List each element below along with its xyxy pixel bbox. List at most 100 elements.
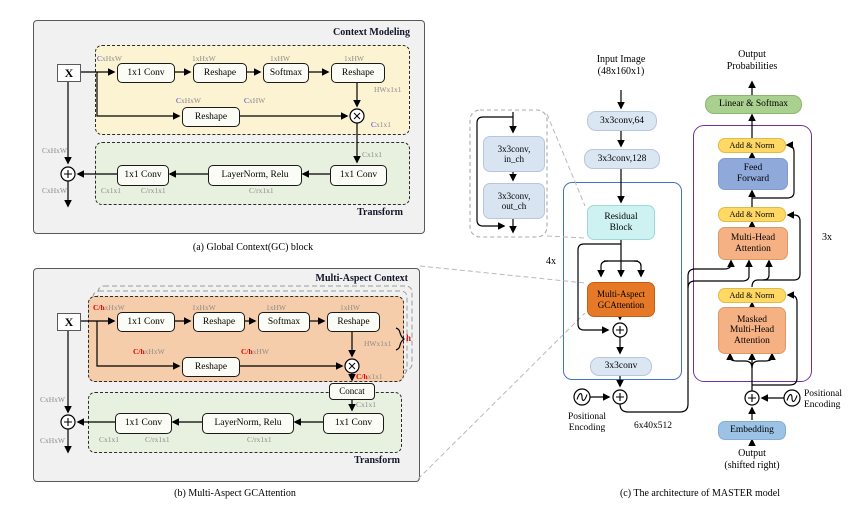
gc-context-modeling-title: Context Modeling xyxy=(333,27,410,38)
residual-line1: Residual xyxy=(604,211,638,222)
gc-input-x: X xyxy=(57,64,81,82)
gc-softmax-block: Softmax xyxy=(263,63,309,83)
input-image-label: Input Image (48x160x1) xyxy=(576,54,666,77)
caption-a: (a) Global Context(GC) block xyxy=(192,242,314,253)
gc-arrows xyxy=(64,68,361,208)
gc-dim-9: Cx1x1 xyxy=(362,150,383,159)
magc-transform-title: Transform xyxy=(354,455,400,466)
gc-conv2-block: 1x1 Conv xyxy=(330,165,387,186)
magc-line1: Multi-Aspect xyxy=(597,289,645,300)
gc-dim-11: C/rx1x1 xyxy=(141,186,166,195)
inset-conv-inch-block: 3x3conv,in_ch xyxy=(483,136,545,172)
master-arrows xyxy=(476,80,801,447)
linear-softmax-block: Linear & Softmax xyxy=(705,95,802,114)
outprob-line2: Probabilities xyxy=(726,60,778,72)
encoder-posenc-add-node xyxy=(612,389,628,405)
conv-out-block: 3x3conv xyxy=(590,357,652,376)
magc-concat-block: Concat xyxy=(329,383,375,400)
gc-reshape1-block: Reshape xyxy=(193,63,247,83)
inset-b1-line2: in_ch xyxy=(503,154,524,164)
callout-lines xyxy=(417,113,586,480)
residual-line2: Block xyxy=(609,222,633,233)
decoder-posenc-add-node xyxy=(744,390,760,406)
magc-dim-5: C/hxHxW xyxy=(133,347,165,356)
add-norm-3-block: Add & Norm xyxy=(718,288,786,303)
magc-dim-10: C/rx1x1 xyxy=(247,435,272,444)
gc-dim-12: Cx1x1 xyxy=(101,186,122,195)
gc-dim-10: C/rx1x1 xyxy=(249,186,274,195)
encoder-posenc-icon xyxy=(573,388,591,406)
gc-dim-1: CxHxW xyxy=(97,54,123,63)
inset-conv-outch-block: 3x3conv,out_ch xyxy=(483,183,545,219)
magc-conv2-block: 1x1 Conv xyxy=(323,413,384,434)
decoder-posenc-line2: Encoding xyxy=(804,399,841,410)
mmha-line2: Multi-Head xyxy=(729,325,775,336)
magc-add-node xyxy=(60,414,76,430)
gc-add-node xyxy=(60,166,76,182)
conv128-block: 3x3conv,128 xyxy=(584,149,660,169)
caption-b: (b) Multi-Aspect GCAttention xyxy=(174,488,296,499)
gc-conv1-block: 1x1 Conv xyxy=(117,63,175,83)
embedding-block: Embedding xyxy=(718,421,786,440)
gc-transform-title: Transform xyxy=(357,207,403,218)
magc-dim-1: C/hxHxW xyxy=(93,303,125,312)
outprob-line1: Output xyxy=(738,49,766,60)
magc-dim-12: Cx1x1 xyxy=(99,435,120,444)
gc-dim-7: HWx1x1 xyxy=(374,85,402,94)
conv64-block: 3x3conv,64 xyxy=(587,111,657,131)
caption-c: (c) The architecture of MASTER model xyxy=(619,488,781,499)
gc-reshape3-block: Reshape xyxy=(182,107,240,127)
gc-dim-3: 1xHW xyxy=(270,54,290,63)
gc-dim-8: Cx1x1 xyxy=(371,120,392,129)
magc-input-x: X xyxy=(57,313,81,331)
magc-dim-13: CxHxW xyxy=(40,395,65,404)
decoder-posenc-line1: Positional xyxy=(804,389,843,399)
magc-dim-2: 1xHxW xyxy=(192,303,216,312)
magc-dim-14: CxHxW xyxy=(40,436,65,445)
gc-dim-5: CxHxW xyxy=(176,96,202,105)
gc-reshape2-block: Reshape xyxy=(331,63,385,83)
decoder-posenc-label: Positional Encoding xyxy=(804,389,857,411)
gc-conv3-block: 1x1 Conv xyxy=(117,165,169,186)
gc-dim-13: CxHxW xyxy=(42,146,67,155)
mmha-line3: Attention xyxy=(734,335,770,346)
magc-reshape3-block: Reshape xyxy=(182,357,240,377)
decoder-repeat-label: 3x xyxy=(822,232,832,243)
heads-brace-icon xyxy=(395,327,406,351)
mmha-line1: Masked xyxy=(736,314,768,325)
ff-line2: Forward xyxy=(736,174,770,184)
encoder-posenc-line1: Positional xyxy=(567,412,606,422)
magc-dim-8: C/hx1x1 xyxy=(356,372,383,381)
residual-inset-border xyxy=(469,109,548,238)
magc-dim-3: 1xHW xyxy=(266,303,286,312)
encoder-posenc-label: Positional Encoding xyxy=(552,412,622,434)
add-norm-2-block: Add & Norm xyxy=(718,207,786,222)
mha-line2: Attention xyxy=(735,243,771,254)
magc-dim-6: C/hxHW xyxy=(241,347,269,356)
inset-b2-line2: out_ch xyxy=(501,201,527,211)
magc-multiply-node xyxy=(344,358,360,374)
gc-dim-6: CxHW xyxy=(244,96,266,105)
magc-layernorm-block: LayerNorm, Relu xyxy=(202,413,294,434)
add-norm-1-block: Add & Norm xyxy=(718,138,786,153)
gc-dim-14: CxHxW xyxy=(42,186,67,195)
magc-conv1-block: 1x1 Conv xyxy=(117,312,175,332)
magc-reshape1-block: Reshape xyxy=(193,312,245,332)
output-shifted-label: Output (shifted right) xyxy=(702,448,802,471)
ff-line1: Feed xyxy=(743,163,763,174)
encoder-posenc-line2: Encoding xyxy=(568,422,606,433)
magc-line2: GCAttention xyxy=(597,299,645,310)
input-image-line2: (48x160x1) xyxy=(597,65,645,77)
magc-context-title: Multi-Aspect Context xyxy=(315,273,408,284)
magc-reshape2-block: Reshape xyxy=(327,312,380,332)
gc-multiply-node xyxy=(349,108,365,124)
encoder-repeat-label: 4x xyxy=(546,256,556,267)
magc-heads-label: h xyxy=(406,333,412,343)
output-probabilities-label: Output Probabilities xyxy=(707,49,797,72)
